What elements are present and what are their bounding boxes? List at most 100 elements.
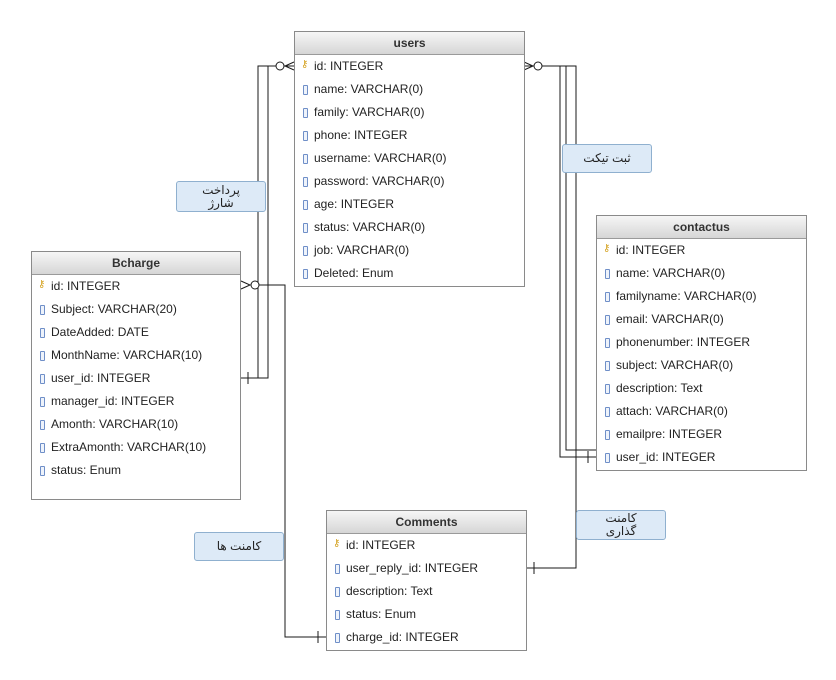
column-row[interactable]: name: VARCHAR(0): [597, 262, 806, 285]
column-row[interactable]: status: VARCHAR(0): [295, 216, 524, 239]
column-row[interactable]: phone: INTEGER: [295, 124, 524, 147]
column-label: status: Enum: [51, 463, 122, 477]
column-row[interactable]: status: Enum: [32, 459, 240, 482]
column-icon: [303, 200, 308, 210]
column-icon: [605, 453, 610, 463]
column-row[interactable]: age: INTEGER: [295, 193, 524, 216]
column-icon: [38, 436, 48, 459]
column-icon: [303, 131, 308, 141]
column-icon: [335, 564, 340, 574]
column-row[interactable]: ⚷ id: INTEGER: [32, 275, 240, 298]
column-row[interactable]: subject: VARCHAR(0): [597, 354, 806, 377]
column-icon: [333, 626, 343, 649]
column-row[interactable]: ExtraAmonth: VARCHAR(10): [32, 436, 240, 459]
column-row[interactable]: manager_id: INTEGER: [32, 390, 240, 413]
column-icon: [40, 397, 45, 407]
note-ticket[interactable]: ثبت تیکت: [562, 144, 652, 173]
column-label: user_reply_id: INTEGER: [346, 561, 479, 575]
column-label: user_id: INTEGER: [51, 371, 151, 385]
column-icon: [40, 420, 45, 430]
table-title: Bcharge: [32, 252, 240, 275]
column-row[interactable]: user_id: INTEGER: [597, 446, 806, 469]
column-icon: [605, 269, 610, 279]
column-icon: [603, 308, 613, 331]
primary-key-icon: ⚷: [38, 275, 48, 298]
column-row[interactable]: charge_id: INTEGER: [327, 626, 526, 649]
column-icon: [335, 633, 340, 643]
column-row[interactable]: ⚷id: INTEGER: [327, 534, 526, 557]
column-label: subject: VARCHAR(0): [616, 358, 734, 372]
column-row[interactable]: Amonth: VARCHAR(10): [32, 413, 240, 436]
column-row[interactable]: ⚷id: INTEGER: [295, 55, 524, 78]
column-icon: [605, 315, 610, 325]
column-label: family: VARCHAR(0): [314, 105, 425, 119]
note-commenting[interactable]: کامنت گذاری: [576, 510, 666, 540]
rel-contactus-users-1: [524, 65, 596, 458]
note-payment[interactable]: پرداخت شارژ: [176, 181, 266, 212]
column-icon: [301, 262, 311, 285]
note-comments[interactable]: کامنت ها: [194, 532, 284, 561]
column-label: Subject: VARCHAR(20): [51, 302, 177, 316]
column-label: charge_id: INTEGER: [346, 630, 459, 644]
column-row[interactable]: job: VARCHAR(0): [295, 239, 524, 262]
column-row[interactable]: user_reply_id: INTEGER: [327, 557, 526, 580]
column-icon: [40, 305, 45, 315]
column-row[interactable]: ⚷id: INTEGER: [597, 239, 806, 262]
column-icon: [333, 603, 343, 626]
column-row[interactable]: DateAdded: DATE: [32, 321, 240, 344]
column-icon: [303, 108, 308, 118]
column-row[interactable]: email: VARCHAR(0): [597, 308, 806, 331]
column-row[interactable]: emailpre: INTEGER: [597, 423, 806, 446]
column-icon: [605, 361, 610, 371]
column-row[interactable]: familyname: VARCHAR(0): [597, 285, 806, 308]
note-text: ثبت تیکت: [583, 151, 631, 165]
column-label: phonenumber: INTEGER: [616, 335, 751, 349]
column-icon: [40, 328, 45, 338]
column-row[interactable]: Subject: VARCHAR(20): [32, 298, 240, 321]
column-row[interactable]: MonthName: VARCHAR(10): [32, 344, 240, 367]
column-row[interactable]: phonenumber: INTEGER: [597, 331, 806, 354]
column-icon: [40, 443, 45, 453]
column-label: emailpre: INTEGER: [616, 427, 723, 441]
column-label: DateAdded: DATE: [51, 325, 149, 339]
column-icon: [301, 147, 311, 170]
column-label: name: VARCHAR(0): [314, 82, 424, 96]
table-bcharge[interactable]: Bcharge ⚷ id: INTEGER Subject: VARCHAR(20)…: [31, 251, 241, 500]
column-label: id: INTEGER: [314, 59, 384, 73]
note-text: پرداخت شارژ: [202, 182, 240, 210]
column-icon: [38, 390, 48, 413]
column-icon: [603, 331, 613, 354]
column-icon: [38, 367, 48, 390]
column-icon: [303, 246, 308, 256]
column-row[interactable]: password: VARCHAR(0): [295, 170, 524, 193]
column-label: ExtraAmonth: VARCHAR(10): [51, 440, 207, 454]
column-icon: [301, 193, 311, 216]
column-row[interactable]: username: VARCHAR(0): [295, 147, 524, 170]
column-label: MonthName: VARCHAR(10): [51, 348, 203, 362]
column-icon: [603, 423, 613, 446]
column-row[interactable]: name: VARCHAR(0): [295, 78, 524, 101]
column-label: id: INTEGER: [346, 538, 416, 552]
column-row[interactable]: family: VARCHAR(0): [295, 101, 524, 124]
column-icon: [335, 610, 340, 620]
column-icon: [605, 384, 610, 394]
column-row[interactable]: user_id: INTEGER: [32, 367, 240, 390]
column-label: id: INTEGER: [51, 279, 121, 293]
column-icon: [303, 223, 308, 233]
column-icon: [40, 351, 45, 361]
column-row[interactable]: Deleted: Enum: [295, 262, 524, 285]
column-row[interactable]: status: Enum: [327, 603, 526, 626]
column-row[interactable]: description: Text: [327, 580, 526, 603]
column-row[interactable]: description: Text: [597, 377, 806, 400]
column-icon: [333, 557, 343, 580]
primary-key-icon: ⚷: [301, 55, 311, 78]
key-icon: ⚷: [38, 279, 46, 290]
column-row[interactable]: attach: VARCHAR(0): [597, 400, 806, 423]
table-title: contactus: [597, 216, 806, 239]
note-text: کامنت ها: [216, 539, 262, 553]
column-icon: [303, 177, 308, 187]
